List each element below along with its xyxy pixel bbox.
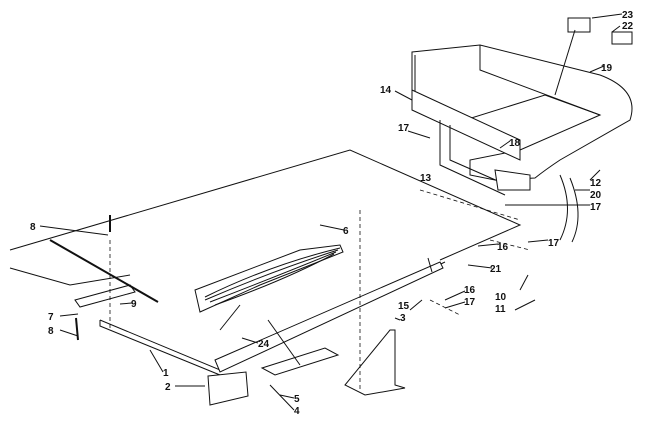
part-label: 17 — [590, 202, 602, 213]
part-label: 10 — [495, 292, 507, 303]
part-label: 20 — [590, 190, 602, 201]
reflector — [207, 371, 249, 406]
part-label: 11 — [495, 304, 506, 315]
part-label: 7 — [48, 312, 54, 323]
part-label: 9 — [131, 299, 137, 310]
part-label: 1 — [163, 368, 169, 379]
part-label: 3 — [400, 313, 406, 324]
mud-flap-plate — [260, 319, 340, 376]
part-label: 2 — [165, 382, 171, 393]
side-rail — [214, 257, 444, 373]
part-label: 6 — [343, 226, 349, 237]
part-label: 8 — [48, 326, 54, 337]
part-label: 4 — [294, 406, 300, 417]
part-label: 18 — [509, 138, 521, 149]
part-label: 17 — [464, 297, 476, 308]
part-label: 21 — [490, 264, 502, 275]
part-label: 16 — [464, 285, 476, 296]
part-label: 5 — [294, 394, 300, 405]
part-label: 16 — [497, 242, 509, 253]
part-label: 14 — [380, 85, 392, 96]
part-label: 17 — [548, 238, 560, 249]
rear-bumper-assembly — [411, 17, 633, 243]
part-label: 24 — [258, 339, 270, 350]
part-label: 22 — [622, 21, 634, 32]
wiring-harness — [194, 244, 344, 331]
mount-bracket — [344, 329, 406, 396]
part-label: 8 — [30, 222, 36, 233]
part-label: 17 — [398, 123, 410, 134]
part-label: 13 — [420, 173, 432, 184]
part-label: 12 — [590, 178, 602, 189]
part-label: 15 — [398, 301, 410, 312]
part-label: 19 — [601, 63, 613, 74]
part-label: 23 — [622, 10, 634, 21]
